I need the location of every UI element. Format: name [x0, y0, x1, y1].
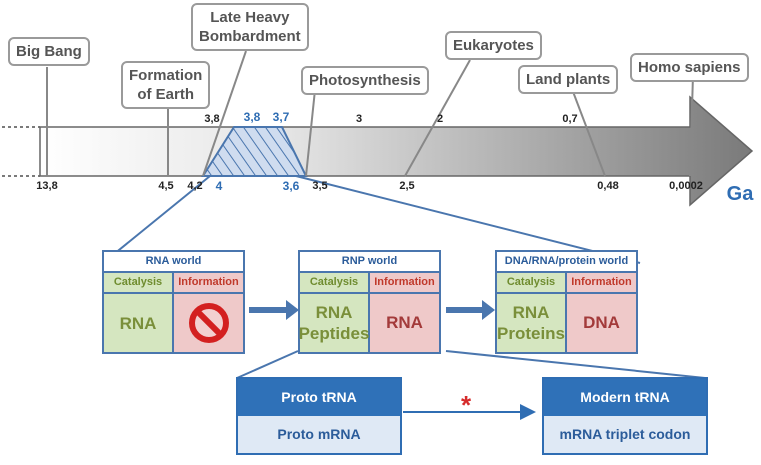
arrow-rnp-to-dna-head	[482, 300, 495, 320]
asterisk-marker: *	[461, 390, 472, 420]
world-title: DNA/RNA/protein world	[497, 252, 636, 273]
prohibited-icon	[188, 303, 229, 343]
catalysis-value: RNA Peptides	[298, 294, 370, 352]
proto-trna-label: Proto tRNA	[238, 379, 400, 416]
tick-below-0-0002: 0,0002	[669, 180, 703, 192]
information-label: Information	[174, 273, 243, 294]
information-value	[174, 294, 243, 352]
tick-below-2-5: 2,5	[399, 180, 414, 192]
tick-below-blue-4: 4	[216, 179, 223, 193]
funnel2-left	[236, 350, 299, 379]
information-label: Information	[567, 273, 636, 294]
earth-line1: Formation	[129, 67, 203, 84]
event-land-plants: Land plants	[518, 65, 619, 94]
information-value: RNA	[370, 294, 439, 352]
funnel-right	[295, 175, 641, 264]
event-photosynthesis: Photosynthesis	[301, 66, 429, 95]
modern-trna-box: Modern tRNA mRNA triplet codon	[542, 377, 708, 455]
information-label: Information	[370, 273, 439, 294]
tick-above-2: 2	[437, 113, 443, 125]
tick-below-4-2: 4,2	[187, 180, 202, 192]
tick-below-0-48: 0,48	[597, 180, 618, 192]
dna-rna-protein-world-box: DNA/RNA/protein world Catalysis Informat…	[495, 250, 638, 354]
world-title: RNP world	[300, 252, 439, 273]
proto-trna-box: Proto tRNA Proto mRNA	[236, 377, 402, 455]
tick-below-3-5: 3,5	[312, 180, 327, 192]
catalysis-value: RNA	[104, 294, 174, 352]
tick-below-13-8: 13,8	[36, 180, 57, 192]
tick-below-blue-3-6: 3,6	[283, 179, 300, 193]
tick-above-3: 3	[356, 113, 362, 125]
rna-world-box: RNA world Catalysis Information RNA	[102, 250, 245, 354]
catalysis-label: Catalysis	[104, 273, 174, 294]
lhb-line2: Bombardment	[199, 28, 301, 45]
timeline-arrow	[39, 95, 754, 207]
catalysis-line1: RNA	[512, 303, 550, 322]
landplants-pointer	[571, 88, 606, 177]
tick-above-3-8: 3,8	[204, 113, 219, 125]
catalysis-label: Catalysis	[497, 273, 567, 294]
arrow-rna-to-rnp-head	[286, 300, 299, 320]
lhb-line1: Late Heavy	[210, 9, 290, 26]
catalysis-value: RNA Proteins	[497, 294, 567, 352]
catalysis-label: Catalysis	[300, 273, 370, 294]
modern-trna-label: Modern tRNA	[544, 379, 706, 416]
event-formation-of-earth: Formation of Earth	[121, 61, 211, 109]
information-value: DNA	[567, 294, 636, 352]
unit-label: Ga	[727, 183, 755, 205]
photosynthesis-pointer	[305, 89, 316, 177]
catalysis-line2: Proteins	[496, 324, 566, 343]
event-big-bang: Big Bang	[8, 37, 90, 66]
catalysis-line1: RNA	[315, 303, 353, 322]
tick-above-blue-3-7: 3,7	[273, 110, 290, 124]
proto-mrna-label: Proto mRNA	[277, 426, 361, 442]
earth-line2: of Earth	[137, 86, 194, 103]
catalysis-line2: Peptides	[298, 324, 370, 343]
funnel2-right	[445, 350, 706, 379]
event-eukaryotes: Eukaryotes	[445, 31, 542, 60]
funnel-left	[102, 175, 211, 264]
rnp-world-box: RNP world Catalysis Information RNA Pept…	[298, 250, 441, 354]
mrna-triplet-codon-label: mRNA triplet codon	[559, 426, 691, 442]
homosapiens-pointer	[689, 74, 694, 177]
tick-above-0-7: 0,7	[562, 113, 577, 125]
event-homo-sapiens: Homo sapiens	[630, 53, 749, 82]
event-late-heavy-bombardment: Late Heavy Bombardment	[191, 3, 309, 51]
eukaryotes-pointer	[404, 59, 471, 177]
tick-below-4-5: 4,5	[158, 180, 173, 192]
tick-above-blue-3-8: 3,8	[244, 110, 261, 124]
world-title: RNA world	[104, 252, 243, 273]
lhb-pointer	[202, 50, 247, 177]
